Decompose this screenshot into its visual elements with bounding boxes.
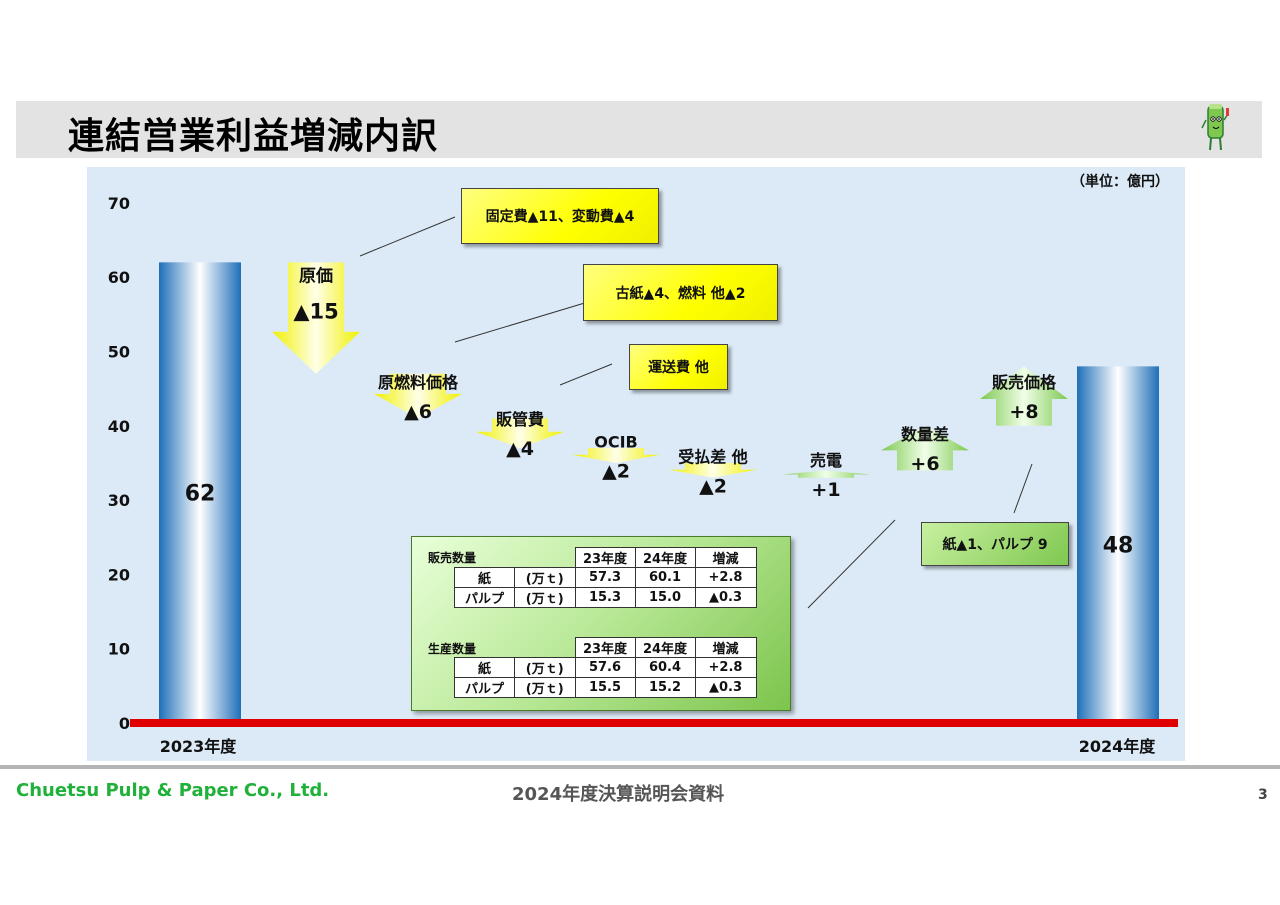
sales-table-title: 販売数量	[428, 551, 477, 565]
step-name: 販管費	[496, 410, 544, 429]
step-name: 売電	[810, 451, 842, 470]
header-23: 23年度	[574, 547, 636, 568]
footer-divider	[0, 765, 1280, 769]
step-value: +1	[811, 479, 840, 501]
row-v24: 15.2	[634, 677, 696, 698]
step-value: ▲2	[602, 461, 630, 483]
x-label-2024: 2024年度	[1079, 737, 1157, 756]
footer-company: Chuetsu Pulp & Paper Co., Ltd.	[16, 780, 330, 801]
y-tick-label: 60	[108, 268, 130, 287]
step-name: 原燃料価格	[378, 373, 459, 392]
table-row: パルプ (万ｔ) 15.3 15.0 ▲0.3	[454, 587, 757, 608]
bar-2024	[1077, 366, 1159, 723]
footer-document-title: 2024年度決算説明会資料	[512, 784, 725, 805]
step-value: ▲4	[506, 438, 534, 460]
step-value: ▲6	[404, 401, 432, 423]
callout-leader-line	[807, 519, 896, 609]
step-name: 原価	[299, 265, 333, 286]
header-24: 24年度	[634, 547, 696, 568]
row-item: パルプ	[454, 587, 515, 608]
step-value: ▲15	[293, 299, 338, 323]
row-unit: (万ｔ)	[514, 567, 576, 588]
table-header-row: 23年度 24年度 増減	[455, 547, 757, 568]
row-unit: (万ｔ)	[514, 677, 576, 698]
mascot-logo	[1201, 104, 1229, 151]
row-item: 紙	[454, 567, 515, 588]
callout-transport: 運送費 他	[629, 344, 728, 390]
row-v24: 60.4	[634, 657, 696, 678]
bar-2024-value: 48	[1103, 534, 1134, 559]
page-number: 3	[1258, 787, 1268, 803]
row-v23: 57.6	[574, 657, 636, 678]
production-table-title: 生産数量	[428, 642, 477, 656]
y-tick-label: 50	[108, 343, 130, 362]
row-v24: 15.0	[634, 587, 696, 608]
zero-baseline	[130, 719, 1178, 727]
y-tick-label: 30	[108, 491, 130, 510]
step-name: OCIB	[594, 433, 638, 452]
title-bar: 連結営業利益増減内訳	[16, 101, 1262, 158]
step-arrow	[476, 418, 564, 449]
step-arrow	[881, 425, 969, 471]
table-row: 紙 (万ｔ) 57.3 60.1 +2.8	[454, 567, 757, 588]
y-tick-label: 70	[108, 194, 130, 213]
row-diff: ▲0.3	[694, 587, 757, 608]
row-diff: +2.8	[694, 567, 757, 588]
row-v23: 15.5	[574, 677, 636, 698]
unit-label: （単位：億円）	[1071, 174, 1169, 190]
header-24: 24年度	[634, 637, 696, 658]
step-arrow	[782, 470, 870, 478]
row-v24: 60.1	[634, 567, 696, 588]
step-value: +8	[1009, 401, 1038, 423]
callout-leader-line	[559, 363, 613, 386]
row-unit: (万ｔ)	[514, 587, 576, 608]
step-name: 受払差 他	[678, 447, 748, 466]
step-arrow	[980, 366, 1068, 426]
row-item: パルプ	[454, 677, 515, 698]
callout-leader-line	[454, 301, 589, 343]
row-diff: +2.8	[694, 657, 757, 678]
callout-raw-material: 古紙▲4、燃料 他▲2	[583, 264, 778, 321]
row-item: 紙	[454, 657, 515, 678]
table-row: 紙 (万ｔ) 57.6 60.4 +2.8	[454, 657, 757, 678]
step-arrow	[272, 262, 360, 374]
y-tick-label: 10	[108, 640, 130, 659]
table-header-row: 23年度 24年度 増減	[455, 637, 757, 658]
step-name: 販売価格	[992, 373, 1057, 392]
step-name: 数量差	[901, 425, 949, 444]
bar-2023	[159, 262, 241, 723]
step-value: ▲2	[699, 475, 727, 497]
callout-leader-line	[359, 216, 456, 257]
row-v23: 15.3	[574, 587, 636, 608]
page-title: 連結営業利益増減内訳	[68, 116, 439, 157]
header-diff: 増減	[694, 637, 757, 658]
row-diff: ▲0.3	[694, 677, 757, 698]
y-tick-label: 40	[108, 417, 130, 436]
x-label-2023: 2023年度	[160, 737, 238, 756]
bar-2023-value: 62	[185, 482, 216, 507]
y-tick-label: 0	[119, 714, 130, 733]
row-v23: 57.3	[574, 567, 636, 588]
callout-cost: 固定費▲11、変動費▲4	[461, 188, 659, 244]
header-diff: 増減	[694, 547, 757, 568]
y-tick-label: 20	[108, 565, 130, 584]
step-arrow	[669, 462, 757, 478]
row-unit: (万ｔ)	[514, 657, 576, 678]
table-row: パルプ (万ｔ) 15.5 15.2 ▲0.3	[454, 677, 757, 698]
sales-table: 23年度 24年度 増減 紙 (万ｔ) 57.3 60.1 +2.8 パルプ (…	[454, 547, 757, 608]
step-arrow	[572, 448, 660, 463]
volume-table-box: 販売数量 23年度 24年度 増減 紙 (万ｔ) 57.3 60.1 +2.8 …	[411, 536, 791, 711]
production-table: 23年度 24年度 増減 紙 (万ｔ) 57.6 60.4 +2.8 パルプ (…	[454, 637, 757, 698]
step-arrow	[374, 373, 462, 419]
step-value: +6	[910, 453, 939, 475]
callout-leader-line	[1013, 463, 1033, 514]
header-23: 23年度	[574, 637, 636, 658]
callout-price: 紙▲1、パルプ 9	[921, 522, 1069, 566]
